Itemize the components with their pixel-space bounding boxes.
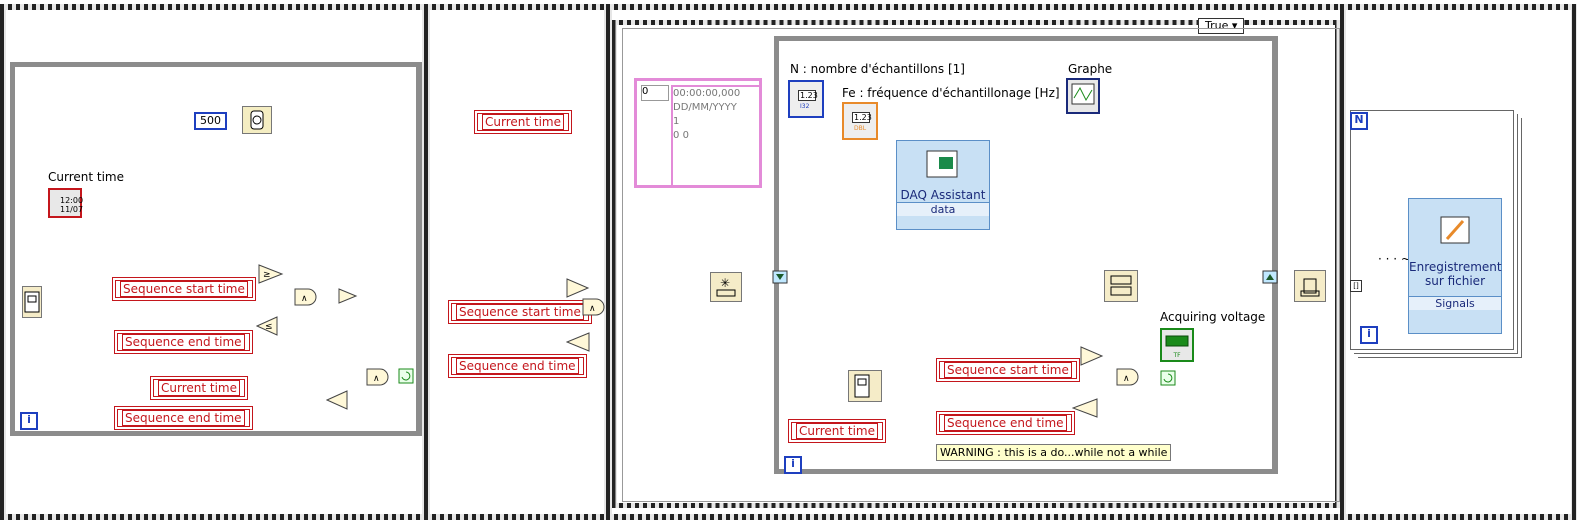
write-file-icon (1440, 216, 1470, 244)
greater-or-equal-icon-2[interactable] (566, 278, 590, 298)
current-time-const-1[interactable]: Current time (150, 376, 248, 400)
sequence-frame-4 (1340, 4, 1577, 520)
svg-text:≥: ≥ (263, 270, 271, 280)
shift-register-left-icon[interactable] (772, 270, 788, 284)
express-title-line-2: sur fichier (1424, 274, 1486, 288)
build-waveform-node[interactable]: ✳ (710, 272, 742, 302)
graph-indicator[interactable] (1066, 78, 1100, 114)
fe-label: Fe : fréquence d'échantillonage [Hz] (842, 86, 1060, 100)
delete-from-array-node[interactable] (1294, 270, 1326, 302)
clock-text-1: 12:00 (60, 196, 84, 205)
clock-icon (24, 291, 40, 313)
svg-text:∧: ∧ (1123, 374, 1130, 384)
and-gate-icon-2[interactable]: ∧ (582, 298, 608, 316)
daq-output-data[interactable]: data (897, 202, 989, 216)
cluster-index[interactable]: 0 (641, 85, 669, 101)
inner-case-area (622, 28, 1340, 502)
wait-ms-node[interactable] (242, 106, 272, 134)
get-date-time-node-1[interactable] (22, 286, 42, 318)
warning-comment: WARNING : this is a do...while not a whi… (936, 444, 1172, 461)
express-input-signals[interactable]: Signals (1409, 296, 1501, 310)
trash-icon (1300, 278, 1320, 297)
loop-condition-icon-2[interactable] (1160, 370, 1176, 386)
current-time-label: Current time (48, 170, 124, 184)
fe-control[interactable]: 1.23 DBL (842, 102, 878, 140)
get-date-time-node-2[interactable] (848, 370, 882, 402)
daq-title: DAQ Assistant (900, 188, 986, 202)
express-title-line-1: Enregistrement (1409, 260, 1502, 274)
and-gate-icon-3[interactable]: ∧ (1116, 368, 1142, 386)
loop-condition-icon-1[interactable] (398, 368, 414, 384)
seq-start-time-1[interactable]: Sequence start time (112, 277, 256, 301)
fe-control-value: 1.23 (852, 112, 872, 123)
svg-text:∧: ∧ (589, 304, 596, 314)
auto-index-tunnel[interactable]: [] (1350, 280, 1362, 292)
less-or-equal-icon-2[interactable] (326, 390, 348, 410)
loop-iteration-2: i (784, 456, 802, 474)
write-to-file-express[interactable]: Enregistrement sur fichier Signals (1408, 198, 1502, 334)
build-icon: ✳ (716, 276, 736, 297)
loop-iteration-1: i (20, 412, 38, 430)
seq-start-time-3[interactable]: Sequence start time (936, 358, 1080, 382)
greater-or-equal-icon-3[interactable] (1080, 346, 1104, 366)
or-gate-icon[interactable]: ∧ (366, 368, 392, 386)
fe-control-type: DBL (854, 125, 867, 132)
less-or-equal-icon[interactable]: ≤ (256, 316, 278, 336)
cluster-date-format: DD/MM/YYYY (673, 102, 737, 113)
daq-icon (926, 150, 958, 178)
not-gate-icon[interactable] (338, 288, 358, 304)
svg-text:∧: ∧ (301, 294, 308, 304)
clock-text-2: 11/07 (60, 205, 84, 214)
seq-end-time-1b[interactable]: Sequence end time (114, 406, 253, 430)
index-array-node[interactable] (1104, 270, 1138, 302)
less-or-equal-icon-3[interactable] (566, 332, 590, 352)
graph-label: Graphe (1068, 62, 1113, 76)
svg-text:∧: ∧ (373, 374, 380, 384)
wait-constant[interactable]: 500 (194, 112, 227, 130)
index-array-icon (1110, 275, 1132, 296)
led-icon (1165, 335, 1189, 347)
cluster-val-1: 1 (673, 116, 680, 127)
daq-assistant[interactable]: DAQ Assistant data (896, 140, 990, 230)
for-loop-iteration: i (1360, 326, 1378, 344)
acquiring-voltage-label: Acquiring voltage (1160, 310, 1266, 324)
n-control-value: 1.23 (798, 90, 818, 101)
for-loop-count[interactable]: N (1350, 112, 1368, 130)
current-time-const-3[interactable]: Current time (788, 419, 886, 443)
seq-end-time-3[interactable]: Sequence end time (936, 411, 1075, 435)
cluster-timestamp: 00:00:00,000 (673, 88, 741, 99)
shift-register-right-icon[interactable] (1262, 270, 1278, 284)
clock-icon-2 (854, 374, 870, 398)
greater-or-equal-icon[interactable]: ≥ (258, 264, 284, 284)
sequence-frame-2 (424, 4, 610, 520)
graph-icon (1071, 83, 1095, 105)
current-time-const-2[interactable]: Current time (474, 110, 572, 134)
n-label: N : nombre d'échantillons [1] (790, 62, 965, 76)
seq-end-time-2[interactable]: Sequence end time (448, 354, 587, 378)
cluster-val-3: 0 (682, 130, 689, 141)
current-time-indicator-1[interactable]: 12:00 11/07 (48, 188, 84, 218)
while-loop-1[interactable] (10, 62, 422, 436)
svg-text:✳: ✳ (720, 276, 730, 290)
n-control-type: I32 (800, 103, 810, 110)
pink-cluster-constant[interactable]: 0 00:00:00,000 DD/MM/YYYY 1 0 0 (634, 78, 762, 188)
n-control[interactable]: 1.23 I32 (788, 80, 824, 118)
express-dots: · · · ~ (1378, 252, 1411, 266)
acquiring-voltage-led[interactable]: TF (1160, 328, 1194, 362)
svg-text:≤: ≤ (265, 322, 273, 332)
cluster-val-2: 0 (673, 130, 680, 141)
watch-icon (250, 110, 264, 130)
less-or-equal-icon-4[interactable] (1072, 398, 1098, 418)
seq-start-time-2[interactable]: Sequence start time (448, 300, 592, 324)
acquiring-voltage-type: TF (1173, 352, 1181, 359)
and-gate-icon[interactable]: ∧ (294, 288, 320, 306)
seq-end-time-1[interactable]: Sequence end time (114, 330, 253, 354)
